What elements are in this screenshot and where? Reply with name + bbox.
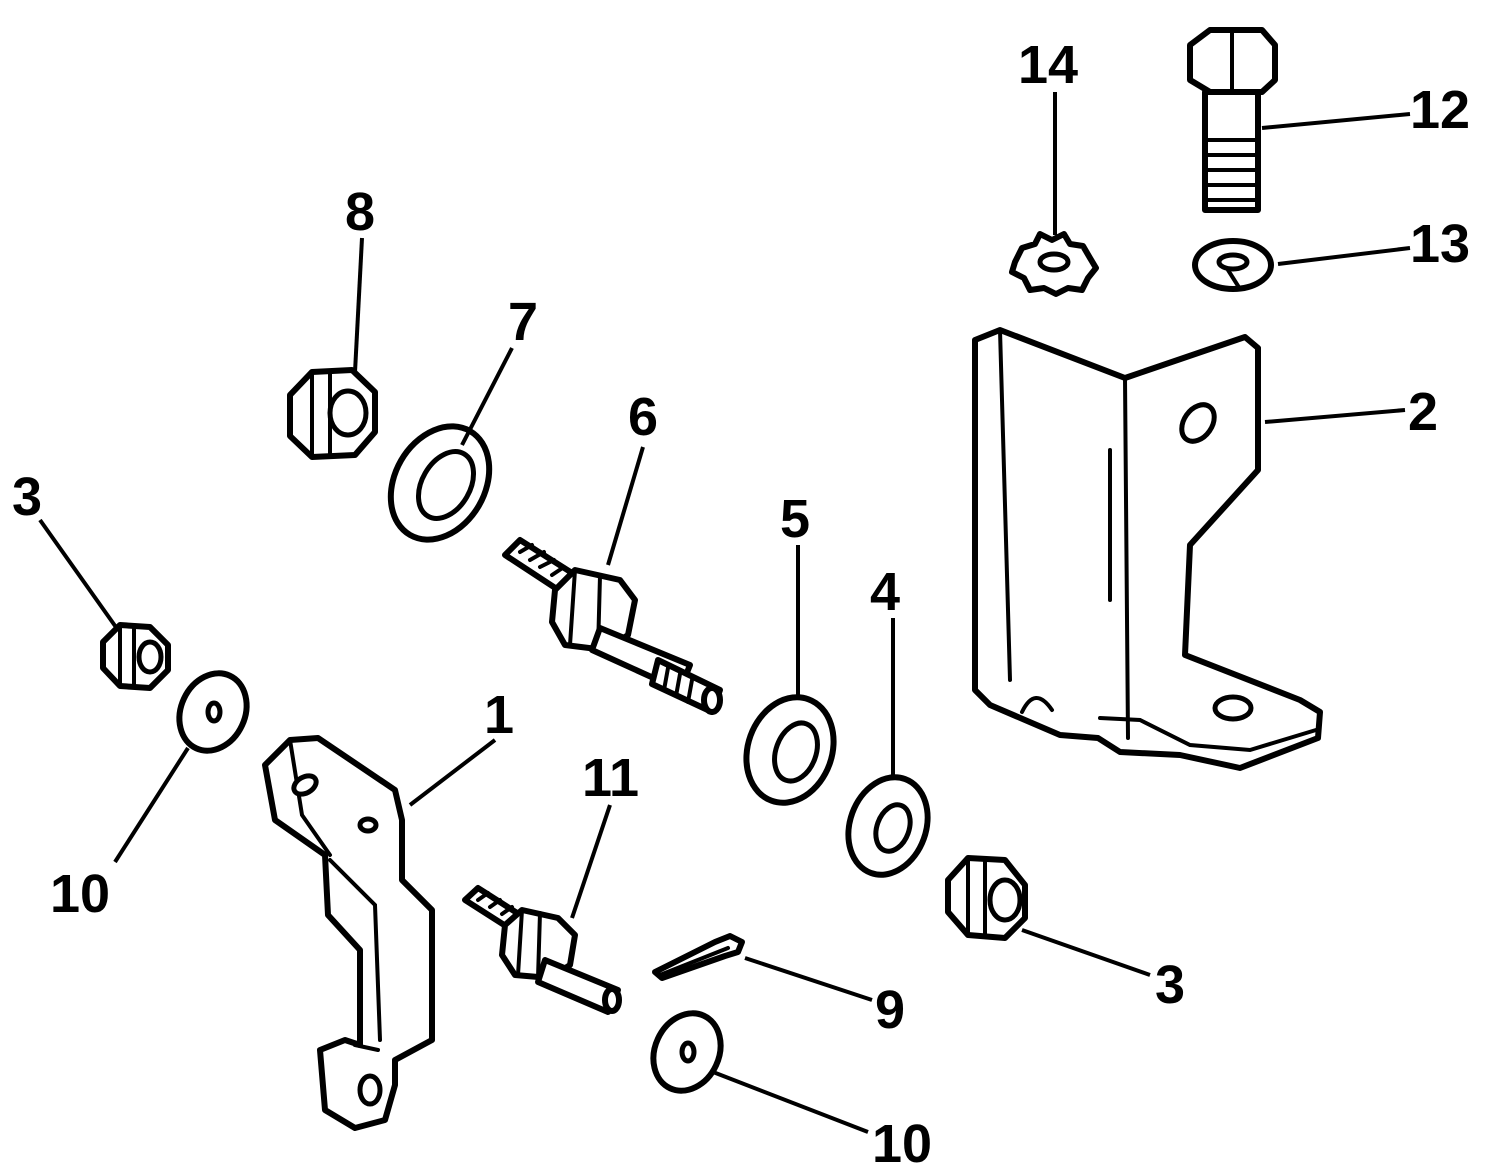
callout-6: 6 — [628, 387, 658, 447]
callout-13: 13 — [1410, 214, 1470, 274]
part-10-washer-lower — [650, 1010, 724, 1094]
callout-10-lower: 10 — [872, 1114, 932, 1174]
callout-5: 5 — [780, 489, 810, 549]
callout-3-right: 3 — [1155, 955, 1185, 1015]
callout-labels: 1 2 3 3 4 5 6 7 8 9 10 10 11 12 13 14 — [12, 35, 1470, 1174]
callout-7: 7 — [508, 292, 538, 352]
part-3-nut-right — [945, 855, 1028, 941]
part-10-washer-upper — [176, 670, 250, 754]
part-2-bracket — [972, 327, 1323, 771]
callout-1: 1 — [484, 685, 514, 745]
part-3-nut-left — [100, 622, 171, 691]
callout-12: 12 — [1410, 80, 1470, 140]
part-1-bracket — [262, 735, 435, 1131]
part-14-tooth-washer — [1009, 231, 1099, 297]
callout-11: 11 — [582, 748, 639, 808]
callout-2: 2 — [1408, 382, 1438, 442]
part-5-washer — [743, 694, 837, 806]
part-9-cotter-pin — [652, 933, 745, 981]
part-13-lock-washer — [1192, 238, 1274, 292]
callout-8: 8 — [345, 182, 375, 242]
callout-14: 14 — [1018, 35, 1078, 95]
part-8-nut — [287, 367, 378, 460]
part-4-washer — [845, 774, 931, 878]
leader-lines — [38, 92, 1411, 1134]
part-12-bolt — [1187, 27, 1278, 213]
part-7-washer — [387, 423, 493, 543]
part-11-stud — [462, 885, 622, 1015]
part-6-stud — [502, 537, 723, 715]
callout-9: 9 — [875, 980, 905, 1040]
callout-3-left: 3 — [12, 467, 42, 527]
callout-4: 4 — [870, 562, 900, 622]
callout-10-upper: 10 — [50, 864, 110, 924]
